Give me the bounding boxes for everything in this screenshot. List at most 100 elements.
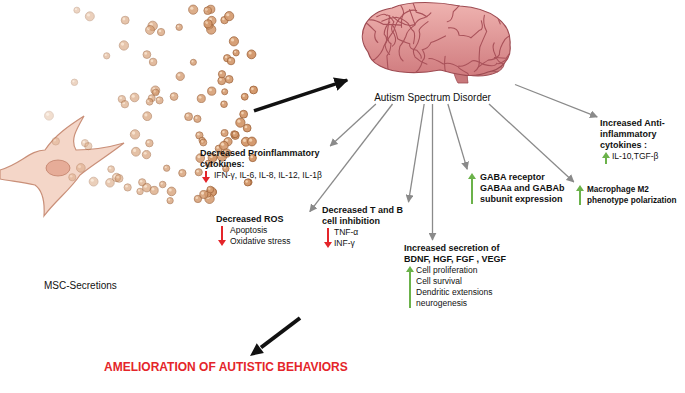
secretion-dot: [227, 57, 235, 65]
dot-highlight: [205, 8, 208, 11]
indicator-shaft: [327, 228, 329, 243]
secretion-dot: [194, 115, 201, 122]
dot-shell: [248, 137, 257, 146]
dot-shell: [200, 139, 207, 146]
dot-shell: [218, 71, 225, 78]
gyrus-fold: [429, 59, 472, 88]
dot-highlight: [231, 38, 234, 41]
dot-highlight: [226, 13, 229, 16]
dot-highlight: [196, 197, 199, 200]
dot-highlight: [138, 189, 140, 191]
secretion-dot: [233, 50, 239, 56]
secretion-dot: [81, 140, 88, 147]
dot-shell: [132, 147, 141, 156]
effect-arrow: [310, 104, 393, 212]
indicator-shaft: [221, 226, 223, 241]
secretion-dot: [231, 131, 239, 139]
dot-highlight: [190, 7, 193, 10]
secretion-dot: [167, 187, 176, 196]
dot-shell: [143, 112, 152, 121]
dot-highlight: [229, 59, 232, 62]
cell-nucleus: [46, 160, 70, 176]
dot-highlight: [227, 77, 230, 80]
dot-highlight: [72, 80, 74, 82]
dot-shell: [170, 93, 178, 101]
dot-shell: [130, 93, 139, 102]
dot-highlight: [249, 52, 252, 55]
dot-highlight: [241, 112, 244, 115]
effect-item: Cell proliferation: [416, 265, 512, 276]
effect-item: INF-γ: [334, 238, 408, 249]
dot-shell: [225, 75, 233, 83]
secretion-dot: [69, 174, 76, 181]
main-arrow: [254, 80, 347, 111]
indicator-head: [324, 242, 332, 248]
dot-highlight: [191, 60, 193, 62]
dot-shell: [146, 98, 153, 105]
dot-highlight: [70, 175, 73, 178]
secretion-dot: [89, 177, 98, 186]
dot-highlight: [144, 113, 147, 116]
secretion-dot: [195, 169, 202, 176]
effect-arrow: [489, 104, 574, 182]
dot-shell: [76, 164, 85, 173]
indicator-shaft: [409, 271, 411, 308]
dot-highlight: [209, 88, 212, 91]
dot-highlight: [132, 131, 135, 134]
dot-shell: [52, 138, 60, 146]
dot-highlight: [159, 30, 162, 33]
secretion-dot: [45, 111, 54, 120]
dot-shell: [149, 58, 157, 66]
dot-highlight: [46, 113, 49, 116]
dot-shell: [185, 113, 193, 121]
secretion-dot: [225, 12, 234, 21]
dot-shell: [146, 25, 155, 34]
secretion-dot: [146, 98, 153, 105]
dot-highlight: [149, 96, 151, 98]
dot-shell: [45, 111, 54, 120]
dot-shell: [176, 72, 184, 80]
secretion-dot: [176, 24, 182, 30]
dot-highlight: [243, 139, 246, 142]
outcome-text: AMELIORATION OF AUTISTIC BEHAVIORS: [104, 360, 444, 375]
secretion-dot: [176, 72, 184, 80]
secretion-dot: [170, 93, 178, 101]
secretion-dot: [200, 190, 208, 198]
dot-shell: [233, 50, 239, 56]
dot-shell: [244, 179, 251, 186]
secretion-dot: [204, 7, 212, 15]
effect-arrow: [515, 85, 597, 117]
dot-shell: [221, 129, 228, 136]
secretion-dot: [85, 12, 94, 21]
dot-shell: [119, 41, 128, 50]
dot-shell: [159, 181, 166, 188]
secretion-dot: [121, 16, 129, 24]
effect-arrow: [330, 104, 376, 146]
dot-highlight: [132, 95, 135, 98]
secretion-dot: [143, 51, 151, 59]
secretion-dot: [221, 101, 228, 108]
gyrus-fold: [459, 58, 509, 66]
increase-arrow: [602, 152, 610, 164]
dot-highlight: [53, 139, 56, 142]
dot-highlight: [245, 126, 248, 129]
secretion-dot: [208, 87, 216, 95]
dot-highlight: [121, 42, 124, 45]
gyrus-fold: [447, 0, 486, 22]
dot-highlight: [152, 188, 155, 191]
secretion-dot: [124, 184, 131, 191]
secretion-dot: [146, 139, 153, 146]
dot-shell: [108, 166, 115, 173]
dot-shell: [189, 5, 198, 14]
dot-shell: [130, 130, 139, 139]
dot-shell: [229, 37, 238, 46]
dot-highlight: [157, 98, 159, 100]
secretion-dot: [185, 113, 193, 121]
connectors: [254, 80, 597, 240]
effect-group: Decreased T and B cell inhibitionTNF-αIN…: [322, 205, 408, 249]
dot-highlight: [87, 13, 90, 16]
effect-group: Decreased Proinflammatory cytokines:IFN-…: [200, 148, 328, 181]
indicator-head: [218, 240, 226, 246]
indicator-head: [576, 185, 584, 191]
dot-highlight: [242, 95, 244, 97]
